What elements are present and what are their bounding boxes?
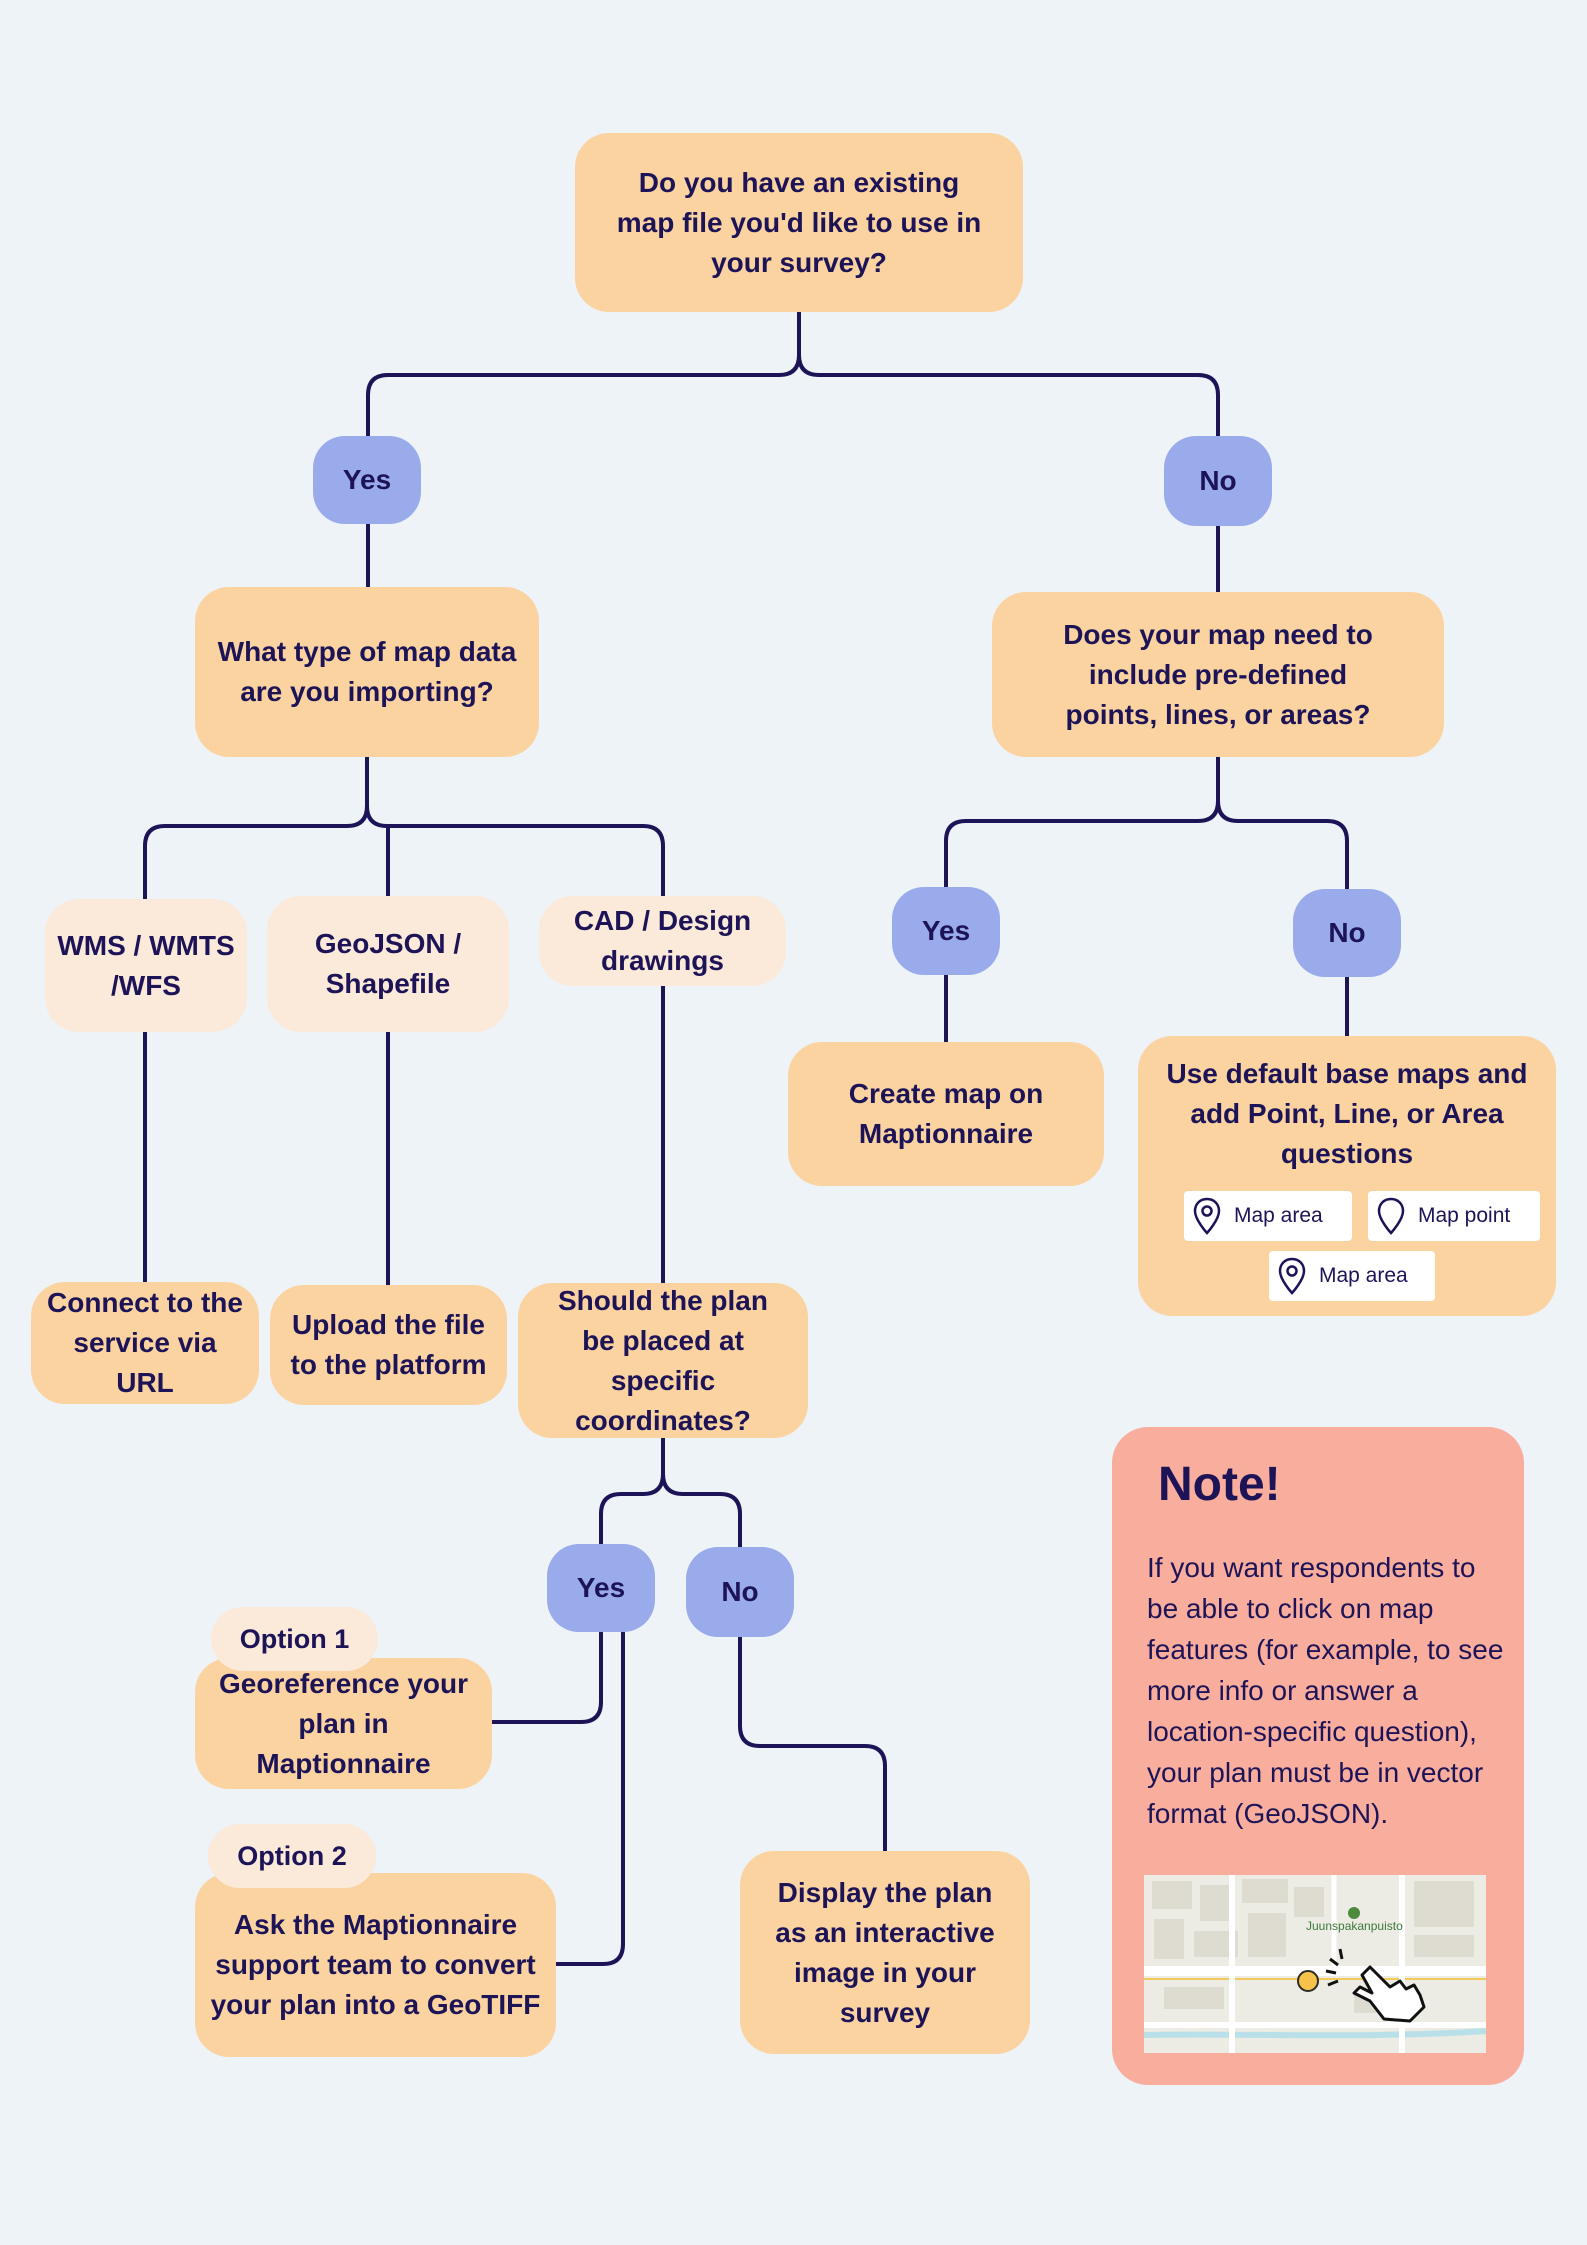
upload-result: Upload the file to the platform [270, 1285, 507, 1405]
yes-answer-coordinates: Yes [547, 1544, 655, 1632]
option-1-tag: Option 1 [211, 1607, 378, 1671]
note-body: If you want respondents to be able to cl… [1147, 1552, 1504, 1829]
geojson-option: GeoJSON / Shapefile [267, 896, 509, 1032]
start-question: Do you have an existing map file you'd l… [575, 133, 1023, 312]
yes-answer-main: Yes [313, 436, 421, 524]
question-type-chips: Map area Map point Map area [1138, 1191, 1544, 1301]
map-preview-image: Juunspakanpuisto [1144, 1875, 1486, 2053]
cad-option: CAD / Design drawings [539, 896, 786, 986]
location-pin-icon [1278, 1257, 1306, 1295]
predefined-question: Does your map need to include pre-define… [992, 592, 1444, 757]
display-result: Display the plan as an interactive image… [740, 1851, 1030, 2054]
map-pin-outline-icon [1377, 1197, 1405, 1235]
map-area-chip: Map area [1184, 1191, 1352, 1241]
map-type-question: What type of map data are you importing? [195, 587, 539, 757]
no-answer-coordinates: No [686, 1547, 794, 1637]
map-point-chip-label: Map point [1418, 1204, 1511, 1227]
map-area-chip-2: Map area [1269, 1251, 1435, 1301]
geotiff-result: Ask the Maptionnaire support team to con… [195, 1873, 556, 2057]
map-point-chip: Map point [1368, 1191, 1540, 1241]
create-map-result: Create map on Maptionnaire [788, 1042, 1104, 1186]
map-area-chip-label: Map area [1234, 1204, 1323, 1227]
wms-option: WMS / WMTS /WFS [45, 899, 247, 1032]
connect-result: Connect to the service via URL [31, 1282, 259, 1404]
georeference-result: Georeference your plan in Maptionnaire [195, 1658, 492, 1789]
map-area-chip-2-label: Map area [1319, 1264, 1408, 1287]
no-answer-predefined: No [1293, 889, 1401, 977]
option-2-tag: Option 2 [208, 1824, 376, 1888]
map-preview-drawing [1144, 1875, 1486, 2053]
default-maps-text: Use default base maps and add Point, Lin… [1166, 1058, 1528, 1169]
no-answer-main: No [1164, 436, 1272, 526]
location-pin-icon [1193, 1197, 1221, 1235]
coordinates-question: Should the plan be placed at specific co… [518, 1283, 808, 1438]
note-title: Note! [1158, 1458, 1281, 1511]
map-place-label: Juunspakanpuisto [1306, 1919, 1403, 1933]
default-maps-result: Use default base maps and add Point, Lin… [1138, 1036, 1556, 1316]
yes-answer-predefined: Yes [892, 887, 1000, 975]
note-card: Note! If you want respondents to be able… [1112, 1427, 1524, 2085]
